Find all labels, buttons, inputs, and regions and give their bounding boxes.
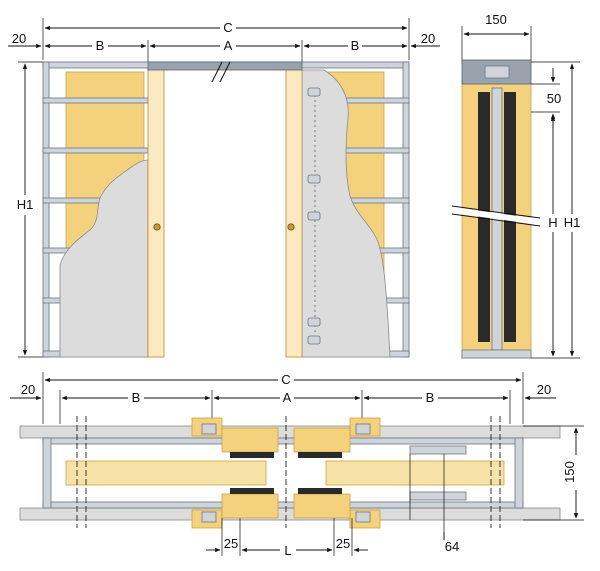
plan-center-lines	[76, 416, 501, 528]
plan-dim-row: 20 B A B 20	[10, 382, 556, 424]
plan-dim-64: 64	[409, 454, 459, 554]
plan-dim-b-left: B	[132, 390, 141, 405]
plan-dim-l: L	[284, 543, 291, 558]
plan-dim-150: 150	[523, 425, 584, 521]
plan-dim-c: C	[42, 372, 524, 424]
plan-guide-top	[409, 445, 467, 455]
door-handle-right	[287, 223, 295, 231]
plan-dim-20-right: 20	[537, 382, 551, 397]
side-trolley	[484, 65, 510, 79]
plan-door-right	[325, 460, 505, 486]
side-dim-h-label: H	[548, 215, 557, 230]
plan-dim-25-left: 25	[224, 536, 238, 551]
plan-dim-25-right: 25	[336, 536, 350, 551]
plan-dim-bottom: 25 L 25	[206, 518, 368, 558]
plan-guide-bottom	[409, 491, 467, 501]
side-dim-150-label: 150	[485, 12, 507, 27]
front-dim-c-label: C	[223, 20, 232, 35]
side-dim-150: 150	[461, 12, 532, 62]
plan-jamb-right	[293, 417, 381, 529]
mounting-strip	[307, 87, 321, 345]
plaster-cutaway-right	[301, 69, 391, 358]
plan-dim-20-left: 20	[21, 382, 35, 397]
plan-door-left	[65, 460, 267, 486]
plan-dim-c-label: C	[281, 372, 290, 387]
plan-dim-64-label: 64	[445, 539, 459, 554]
plan-frame-right	[514, 437, 524, 509]
side-break-band	[451, 207, 541, 225]
door-leaf-left	[147, 67, 165, 358]
frame-right-post	[402, 61, 410, 358]
front-dim-row: 20 B A B 20	[8, 31, 440, 64]
side-dim-50-label: 50	[547, 91, 561, 106]
plan-dim-a: A	[283, 390, 292, 405]
side-break-lines	[451, 205, 541, 227]
side-dim-50: 50	[531, 68, 561, 128]
plan-wall-bottom	[19, 507, 561, 521]
plan-dim-b-right: B	[426, 390, 435, 405]
front-view: C 20 B A B 20 H1	[8, 18, 440, 358]
front-dim-20-left: 20	[12, 31, 26, 46]
front-dim-20-right: 20	[421, 31, 435, 46]
plaster-cutaway-left	[59, 159, 149, 358]
plan-frame-top	[42, 437, 524, 445]
door-leaf-right	[285, 67, 303, 358]
break-mark	[211, 61, 231, 83]
door-handle-left	[153, 223, 161, 231]
side-view: 150 50 H H1	[451, 12, 581, 359]
front-dim-c: C	[42, 18, 410, 60]
plan-dim-150-label: 150	[562, 461, 577, 483]
frame-left-post	[42, 61, 50, 358]
front-dim-h1-label: H1	[17, 197, 34, 212]
side-bottom	[461, 349, 532, 359]
front-dim-b-left: B	[96, 38, 105, 53]
top-track	[147, 61, 303, 71]
front-dim-b-right: B	[351, 38, 360, 53]
plan-wall-top	[19, 425, 561, 439]
side-dim-h: H H1	[531, 61, 581, 359]
side-dim-h1-label: H1	[564, 215, 581, 230]
front-dim-a: A	[224, 38, 233, 53]
plan-frame-left	[42, 437, 52, 509]
plan-frame-bottom	[42, 501, 524, 509]
plan-view: C 20 B A B 20	[10, 372, 584, 558]
plan-jamb-left	[191, 417, 279, 529]
front-dim-h1: H1	[17, 61, 44, 358]
